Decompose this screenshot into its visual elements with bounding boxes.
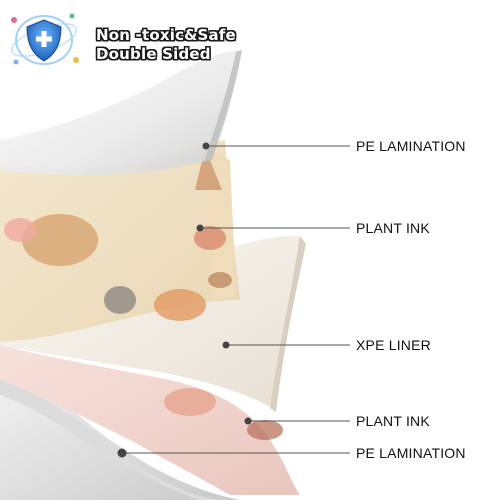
label-pe-lamination-bottom: PE LAMINATION bbox=[356, 445, 466, 461]
xpe-liner-edge bbox=[270, 236, 306, 412]
print-bear bbox=[22, 214, 98, 266]
label-xpe-liner: XPE LINER bbox=[356, 337, 431, 353]
label-plant-ink-top: PLANT INK bbox=[356, 220, 430, 236]
print-deer bbox=[194, 226, 226, 250]
leader-lines bbox=[122, 145, 350, 454]
badge-line-nontoxic: Non -toxic&Safe bbox=[96, 26, 236, 44]
print-hedgehog bbox=[208, 272, 232, 288]
pe-lamination-top-shadow bbox=[204, 50, 242, 162]
shield-plus-icon bbox=[11, 13, 79, 65]
bottom-print-hedgehog bbox=[247, 420, 283, 440]
print-fox bbox=[154, 289, 206, 321]
bottom-print-fox bbox=[164, 388, 216, 416]
pe-lamination-bottom-sheet bbox=[0, 360, 240, 500]
leader-dots bbox=[117, 142, 252, 458]
pe-lamination-top-sheet bbox=[0, 50, 242, 176]
badge-line-double-sided: Double Sided bbox=[96, 45, 211, 63]
print-pink-blob bbox=[4, 218, 36, 242]
pe-lamination-bottom-curl bbox=[0, 380, 230, 500]
label-pe-lamination-top: PE LAMINATION bbox=[356, 138, 466, 154]
plant-ink-bottom-sheet bbox=[0, 345, 300, 495]
print-raccoon bbox=[104, 286, 136, 314]
label-plant-ink-bottom: PLANT INK bbox=[356, 413, 430, 429]
print-tree bbox=[195, 148, 222, 190]
